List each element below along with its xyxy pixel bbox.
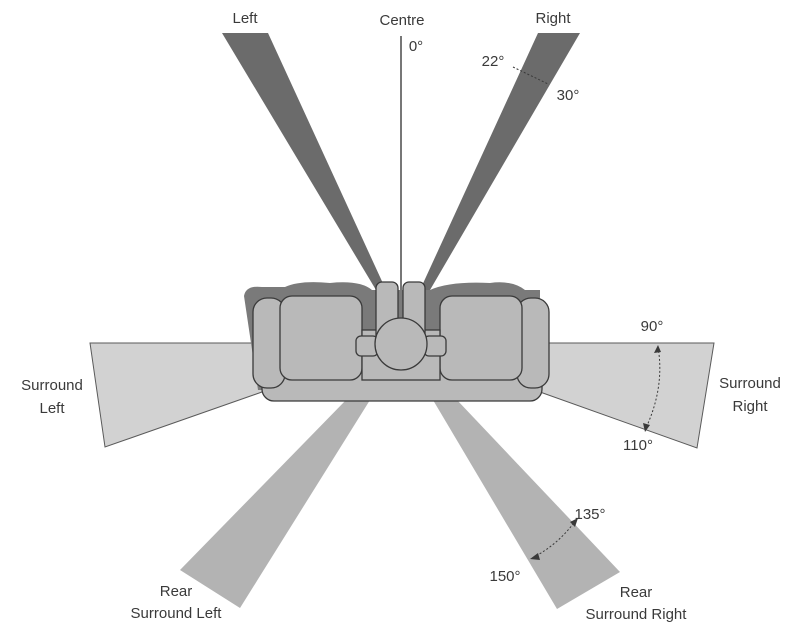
surround-left-beam	[89, 342, 263, 448]
surround-right-beam	[539, 342, 715, 449]
sofa	[244, 281, 550, 402]
surround-left-label-line2: Left	[39, 400, 65, 417]
rear-surround-right-beam	[433, 400, 620, 609]
rear-arc-arrow-bottom	[530, 553, 540, 560]
centre-angle-label: 0°	[409, 38, 423, 55]
left-speaker-beam	[222, 33, 386, 290]
surround-left-label-line1: Surround	[21, 377, 83, 394]
listener-head	[374, 317, 428, 371]
rear-arc-arrow-top	[570, 518, 578, 527]
right-label: Right	[535, 10, 571, 27]
surround-max-angle-label: 110°	[623, 437, 653, 454]
front-angle-arc	[512, 66, 549, 85]
sofa-right-cushion	[439, 295, 523, 381]
surround-angle-arc	[644, 346, 661, 431]
rear-left-label-line1: Rear	[160, 583, 193, 600]
rear-max-angle-label: 150°	[489, 568, 520, 585]
right-speaker-beam	[420, 33, 580, 290]
sofa-left-cushion	[279, 295, 363, 381]
centre-label: Centre	[379, 12, 424, 29]
surround-right-label-line2: Right	[732, 398, 768, 415]
surround-arc-arrow-top	[654, 345, 661, 353]
surround-right-label-line1: Surround	[719, 375, 781, 392]
front-min-angle-label: 22°	[482, 53, 505, 70]
rear-right-label-line2: Surround Right	[586, 606, 688, 623]
rear-left-label-line2: Surround Left	[131, 605, 223, 622]
rear-surround-left-beam	[180, 400, 370, 608]
surround-min-angle-label: 90°	[641, 318, 664, 335]
front-max-angle-label: 30°	[557, 87, 580, 104]
surround-arc-arrow-bottom	[643, 423, 650, 432]
rear-right-label-line1: Rear	[620, 584, 653, 601]
left-label: Left	[232, 10, 258, 27]
rear-min-angle-label: 135°	[574, 506, 605, 523]
